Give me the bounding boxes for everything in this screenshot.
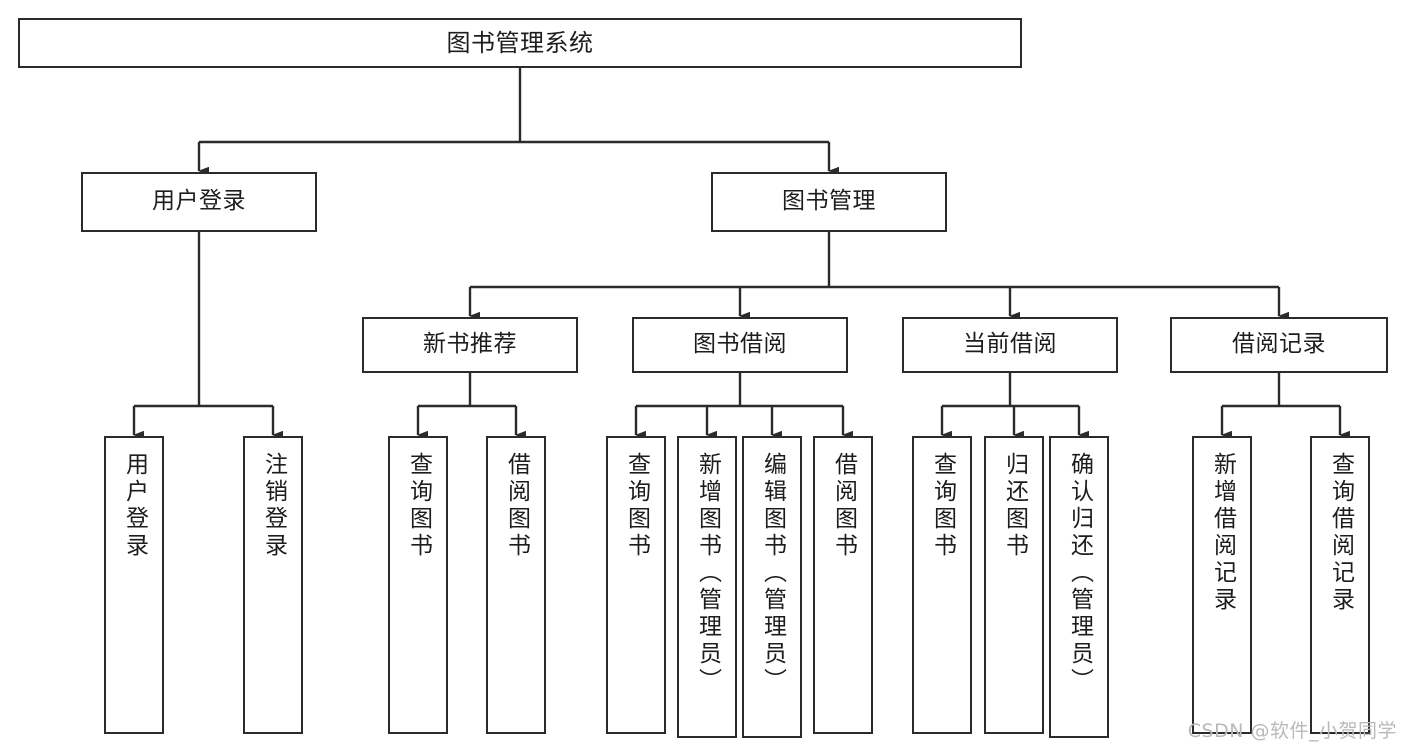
node-label: 编辑图书（管理员） bbox=[759, 452, 786, 695]
node-leaf-query-book-3[interactable]: 查询图书 bbox=[912, 436, 972, 734]
node-leaf-query-borrow-record[interactable]: 查询借阅记录 bbox=[1310, 436, 1370, 734]
node-label: 归还图书 bbox=[1001, 452, 1028, 560]
node-leaf-return-book[interactable]: 归还图书 bbox=[984, 436, 1044, 734]
node-leaf-query-book-1[interactable]: 查询图书 bbox=[388, 436, 448, 734]
node-label: 查询借阅记录 bbox=[1327, 452, 1354, 614]
node-leaf-add-book[interactable]: 新增图书（管理员） bbox=[677, 436, 737, 738]
node-label: 图书借阅 bbox=[693, 331, 787, 358]
node-label: 用户登录 bbox=[121, 452, 148, 560]
node-leaf-query-book-2[interactable]: 查询图书 bbox=[606, 436, 666, 734]
node-leaf-confirm-return[interactable]: 确认归还（管理员） bbox=[1049, 436, 1109, 738]
node-leaf-edit-book[interactable]: 编辑图书（管理员） bbox=[742, 436, 802, 738]
watermark: CSDN @软件_小贺同学 bbox=[1187, 720, 1397, 742]
node-leaf-logout[interactable]: 注销登录 bbox=[243, 436, 303, 734]
node-label: 借阅图书 bbox=[503, 452, 530, 560]
node-label: 借阅图书 bbox=[830, 452, 857, 560]
node-root-system[interactable]: 图书管理系统 bbox=[18, 18, 1022, 68]
node-label: 借阅记录 bbox=[1232, 331, 1326, 358]
node-label: 用户登录 bbox=[152, 188, 246, 215]
node-label: 新增借阅记录 bbox=[1209, 452, 1236, 614]
node-new-book-recommendation[interactable]: 新书推荐 bbox=[362, 317, 578, 373]
node-label: 图书管理 bbox=[782, 188, 876, 215]
node-label: 查询图书 bbox=[623, 452, 650, 560]
node-label: 当前借阅 bbox=[963, 331, 1057, 358]
node-book-borrowing[interactable]: 图书借阅 bbox=[632, 317, 848, 373]
node-label: 图书管理系统 bbox=[446, 28, 594, 57]
node-label: 注销登录 bbox=[260, 452, 287, 560]
node-leaf-user-login[interactable]: 用户登录 bbox=[104, 436, 164, 734]
node-label: 查询图书 bbox=[405, 452, 432, 560]
node-label: 新增图书（管理员） bbox=[694, 452, 721, 695]
node-leaf-borrow-book-2[interactable]: 借阅图书 bbox=[813, 436, 873, 734]
node-current-borrowing[interactable]: 当前借阅 bbox=[902, 317, 1118, 373]
node-label: 新书推荐 bbox=[423, 331, 517, 358]
node-user-login[interactable]: 用户登录 bbox=[81, 172, 317, 232]
node-book-management[interactable]: 图书管理 bbox=[711, 172, 947, 232]
node-leaf-borrow-book-1[interactable]: 借阅图书 bbox=[486, 436, 546, 734]
node-borrow-record[interactable]: 借阅记录 bbox=[1170, 317, 1388, 373]
node-label: 查询图书 bbox=[929, 452, 956, 560]
node-leaf-add-borrow-record[interactable]: 新增借阅记录 bbox=[1192, 436, 1252, 734]
node-label: 确认归还（管理员） bbox=[1066, 452, 1093, 695]
